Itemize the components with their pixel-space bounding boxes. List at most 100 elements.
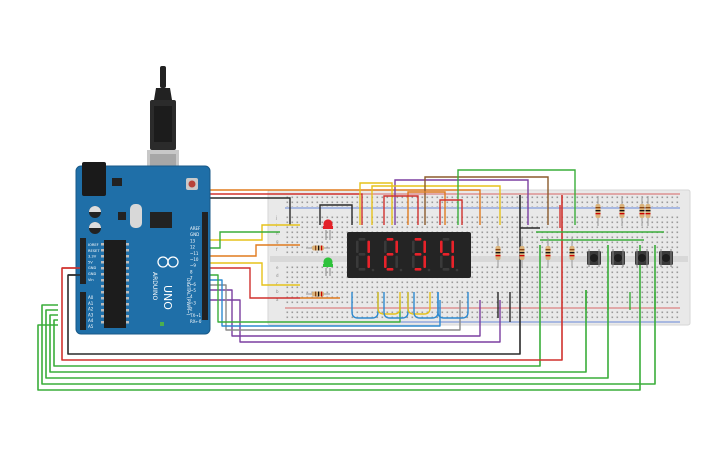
pin-label: ~10 — [190, 257, 199, 262]
digital-header-label: DIGITAL (PWM~) — [185, 278, 191, 316]
wire-yellow — [205, 262, 300, 286]
wire-green — [205, 274, 401, 323]
row-letter: f — [276, 247, 278, 252]
pin-label: A2 — [88, 307, 94, 312]
pin-label: 8 — [190, 269, 193, 274]
wires-top — [204, 169, 664, 299]
wire-green — [457, 169, 576, 225]
pin-label: ~5 — [190, 288, 196, 293]
resistor[interactable] — [645, 196, 651, 226]
wire-black — [319, 204, 353, 225]
wire-red — [383, 195, 419, 225]
pin-label: AREF — [190, 226, 201, 231]
segment-c — [367, 255, 370, 268]
pin-label: 4 — [190, 294, 193, 299]
resistor[interactable] — [519, 238, 525, 268]
arduino-brand-label: ARDUINO — [151, 272, 158, 301]
resistor[interactable] — [495, 238, 501, 268]
segment-d — [414, 268, 422, 271]
segment-a — [442, 238, 450, 241]
segment-f — [384, 240, 387, 253]
pin-label: Vin — [88, 278, 94, 282]
wire-yellow — [359, 182, 393, 225]
pin-label: A5 — [88, 324, 94, 329]
pushbutton[interactable] — [659, 249, 673, 267]
red-led[interactable] — [323, 219, 333, 240]
pin-label: IOREF — [88, 243, 99, 247]
row-letter: g — [276, 239, 279, 244]
wires-external — [37, 195, 656, 391]
decimal-point — [455, 268, 459, 272]
segment-d — [358, 268, 366, 271]
resistor[interactable] — [595, 196, 601, 226]
segment-f — [356, 240, 359, 253]
pushbutton[interactable] — [635, 249, 649, 267]
wire-green — [205, 231, 280, 249]
row-letter: a — [276, 297, 279, 302]
wire-green — [45, 245, 609, 379]
pin-label: RESET — [88, 249, 100, 253]
resistor[interactable] — [569, 238, 575, 268]
pin-label: ~3 — [190, 300, 196, 305]
display-digit-2: 2 — [384, 238, 403, 272]
row-letter: e — [276, 265, 279, 270]
segment-e — [384, 255, 387, 268]
decimal-point — [371, 268, 375, 272]
segment-g — [358, 253, 366, 256]
wire-purple — [205, 299, 501, 343]
row-letter: d — [276, 273, 279, 278]
row-letter: h — [276, 231, 279, 236]
segment-c — [423, 255, 426, 268]
pushbutton-bank — [587, 249, 673, 267]
arduino-logo — [157, 256, 179, 268]
pushbutton[interactable] — [587, 249, 601, 267]
segment-d — [442, 268, 450, 271]
segment-a — [414, 238, 422, 241]
wire-red — [205, 267, 300, 299]
pin-label: TX→1 — [189, 313, 202, 318]
wire-green — [53, 245, 541, 367]
segment-g — [386, 253, 394, 256]
wire-purple — [205, 289, 481, 337]
wire-green — [37, 245, 641, 391]
resistor[interactable] — [619, 196, 625, 226]
pin-label: 12 — [190, 245, 196, 250]
segment-b — [367, 240, 370, 253]
segment-c — [451, 255, 454, 268]
resistor[interactable] — [306, 291, 330, 297]
green-led[interactable] — [323, 257, 333, 276]
display-digit-4: 4 — [440, 238, 459, 272]
wire-yellow — [371, 185, 501, 225]
arduino-uno-board[interactable]: ARDUINO UNO DIGITAL (PWM~) AREFGND1312~1… — [75, 66, 211, 335]
pin-label: A3 — [88, 312, 94, 317]
segment-e — [412, 255, 415, 268]
pushbutton[interactable] — [611, 249, 625, 267]
wire-brown — [424, 176, 549, 225]
resistor[interactable] — [306, 245, 330, 251]
wire-green — [49, 290, 587, 373]
pin-label: ~9 — [190, 263, 196, 268]
wire-grey — [205, 284, 461, 331]
pin-label: A1 — [88, 301, 94, 306]
row-letter: c — [276, 281, 278, 286]
row-letter: b — [276, 289, 279, 294]
resistor-bank — [495, 196, 651, 268]
resistor[interactable] — [545, 238, 551, 268]
decimal-point — [427, 268, 431, 272]
row-letter: j — [275, 215, 277, 220]
segment-f — [412, 240, 415, 253]
decimal-point — [399, 268, 403, 272]
pin-label: A4 — [88, 318, 94, 323]
wire-green — [41, 245, 656, 385]
pin-label: 5V — [88, 260, 93, 264]
segment-g — [414, 253, 422, 256]
segment-b — [451, 240, 454, 253]
resistor[interactable] — [639, 196, 645, 226]
pin-label: GND — [88, 272, 96, 276]
wire-orange — [205, 244, 300, 257]
